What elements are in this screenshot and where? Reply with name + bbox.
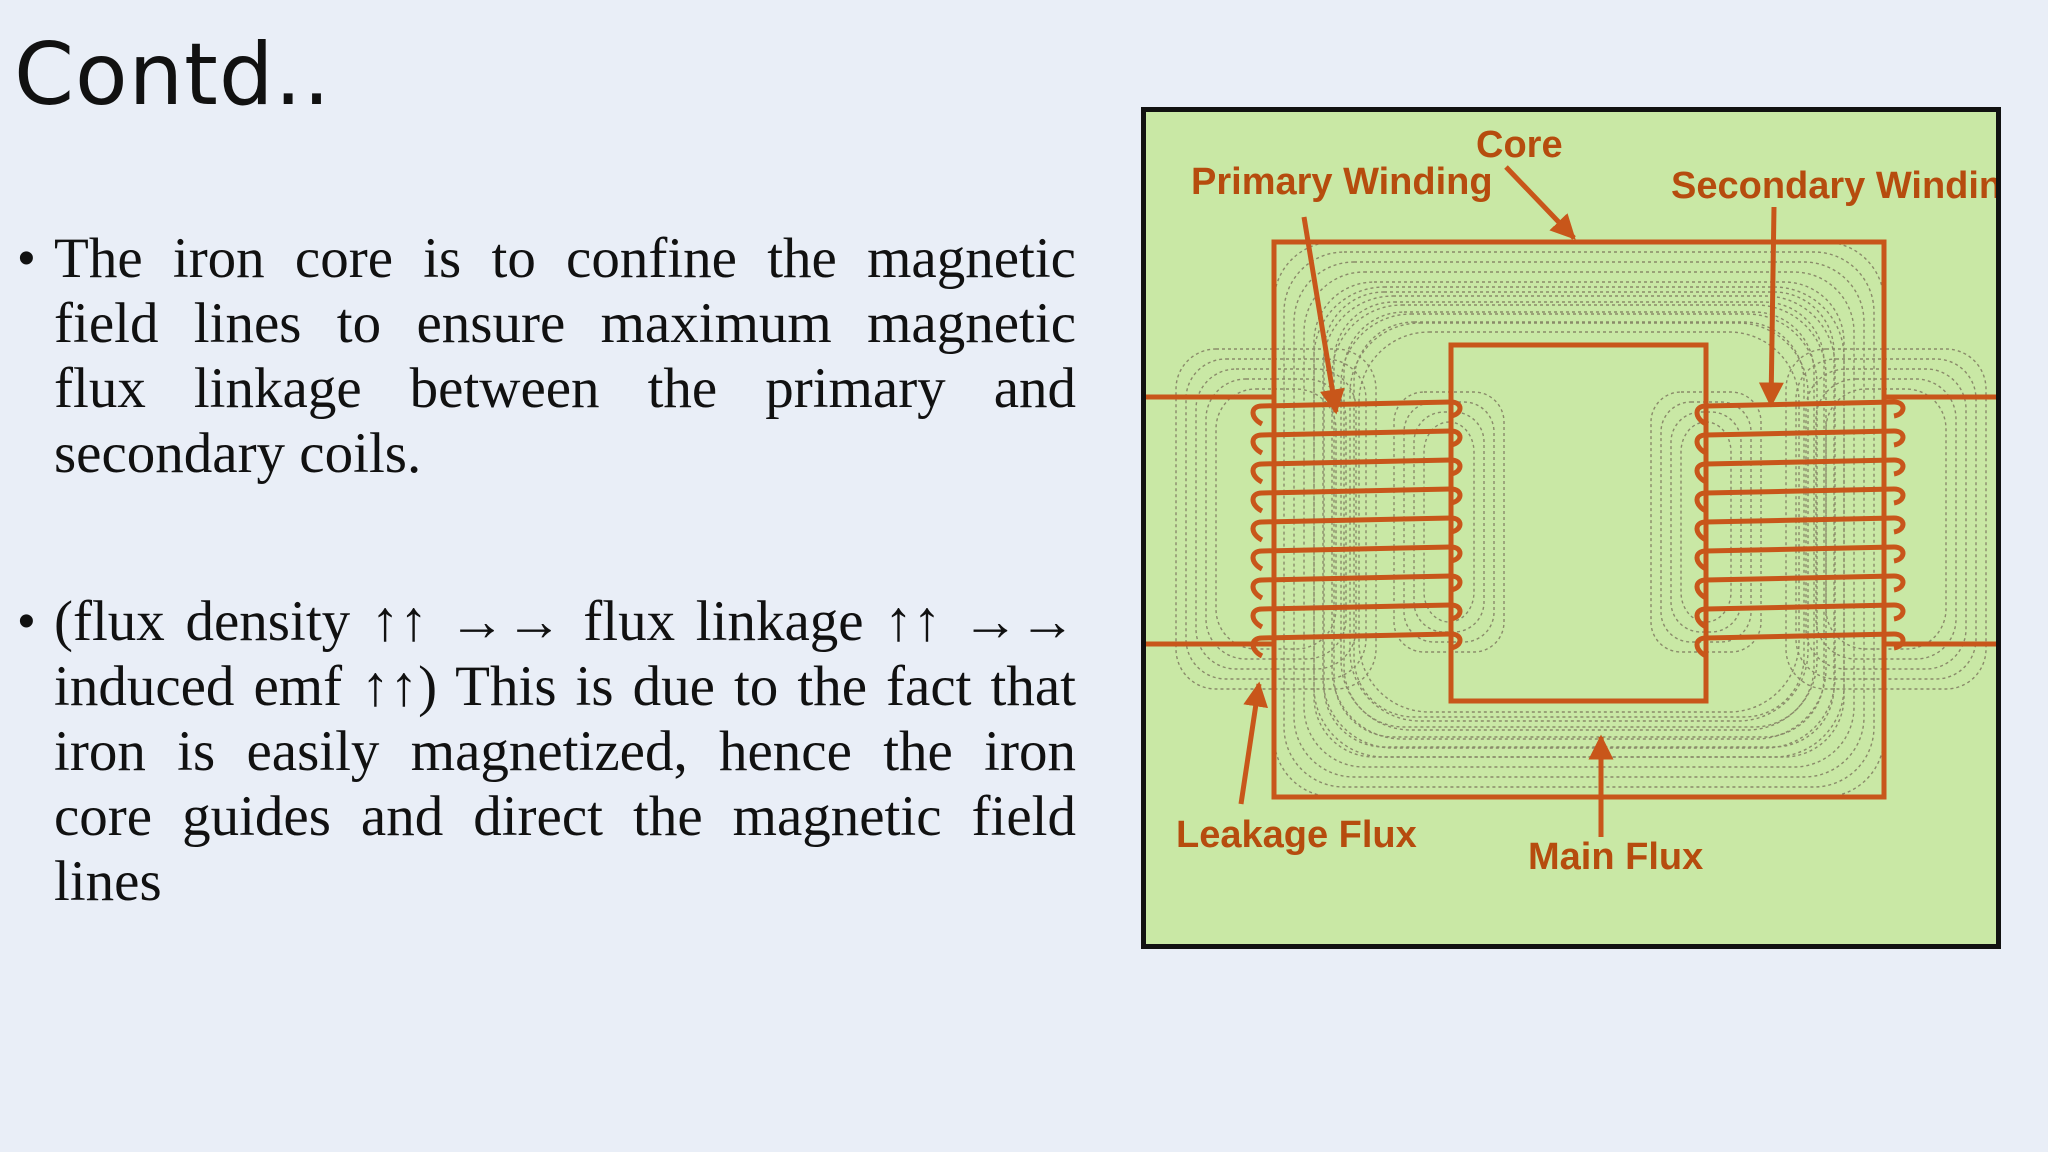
secondary-winding-turn: [1694, 631, 1906, 659]
main-flux-line: [1323, 291, 1835, 748]
bullet-marker: •: [18, 232, 35, 285]
secondary-winding-turn: [1694, 486, 1906, 514]
secondary-winding-turn: [1694, 573, 1906, 601]
label-main-flux: Main Flux: [1528, 836, 1703, 878]
bullet-text: (flux density ↑↑ →→ flux linkage ↑↑ →→ i…: [54, 590, 1076, 913]
secondary-winding-turn: [1694, 457, 1906, 485]
label-core: Core: [1476, 124, 1563, 166]
secondary-winding-turn: [1694, 515, 1906, 543]
bullet-text: The iron core is to confine the magnetic…: [54, 227, 1076, 485]
primary-winding-turn: [1250, 515, 1463, 543]
main-flux-line: [1353, 321, 1805, 718]
arrow-core: [1504, 165, 1576, 240]
primary-winding-turn: [1250, 573, 1463, 601]
arrow-leakage: [1238, 681, 1269, 805]
arrow-secondary: [1758, 206, 1784, 408]
secondary-winding-turn: [1694, 428, 1906, 456]
primary-winding-turn: [1250, 457, 1463, 485]
transformer-diagram-svg: Primary Winding Core Secondary Winding L…: [1146, 124, 1996, 878]
core-inner: [1448, 342, 1709, 704]
bullet-item: • The iron core is to confine the magnet…: [10, 226, 1076, 486]
bullet-marker: •: [18, 595, 35, 648]
arrow-primary: [1301, 216, 1345, 415]
primary-winding-turn: [1250, 631, 1463, 659]
transformer-diagram: Primary Winding Core Secondary Winding L…: [1141, 107, 2001, 949]
secondary-winding-turn: [1694, 544, 1906, 572]
label-leakage-flux: Leakage Flux: [1176, 814, 1417, 856]
label-secondary-winding: Secondary Winding: [1671, 165, 1996, 207]
slide-title: Contd..: [14, 25, 332, 125]
secondary-winding-turn: [1694, 399, 1906, 427]
bullet-item: • (flux density ↑↑ →→ flux linkage ↑↑ →→…: [10, 589, 1076, 914]
primary-winding-turn: [1250, 486, 1463, 514]
primary-winding-turn: [1250, 428, 1463, 456]
primary-winding-turn: [1250, 602, 1463, 630]
main-flux-line: [1322, 295, 1836, 749]
secondary-winding-turn: [1694, 602, 1906, 630]
windings: [1250, 399, 1906, 659]
primary-winding-turn: [1250, 399, 1463, 427]
label-primary-winding: Primary Winding: [1191, 161, 1493, 203]
main-flux-line: [1293, 261, 1865, 778]
primary-winding-turn: [1250, 544, 1463, 572]
